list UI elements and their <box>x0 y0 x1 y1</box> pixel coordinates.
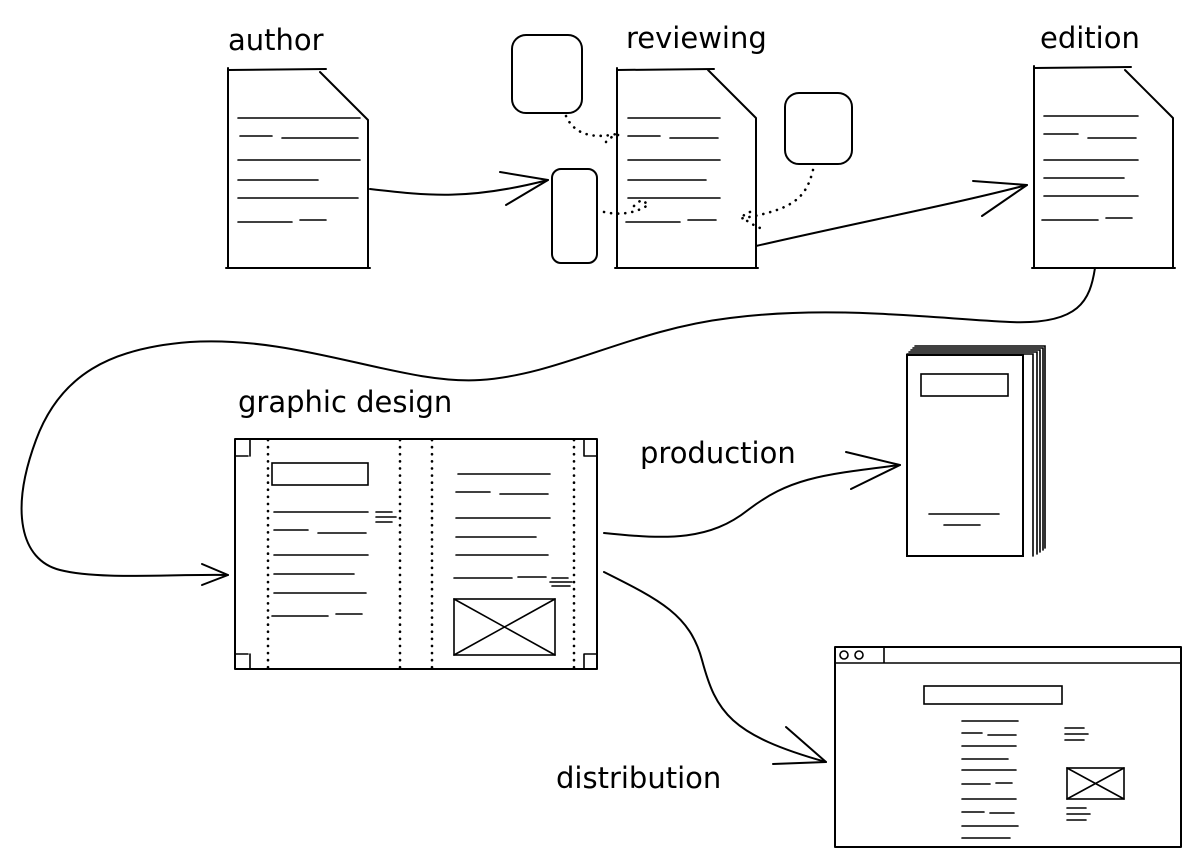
reviewing-document-icon <box>614 67 759 269</box>
production-book-icon <box>906 345 1046 557</box>
arrow-graphic-design-to-distribution <box>603 571 827 765</box>
comment-bubble-3 <box>784 92 853 165</box>
author-document-icon <box>225 67 371 269</box>
label-distribution: distribution <box>556 761 721 795</box>
label-production: production <box>640 436 796 470</box>
arrow-edition-to-graphic-design <box>20 267 1096 586</box>
arrow-graphic-design-to-production <box>603 451 901 538</box>
comment-bubble-2 <box>551 168 598 264</box>
comment-connectors <box>564 114 815 230</box>
arrow-reviewing-to-edition <box>755 180 1028 247</box>
distribution-browser-window-icon <box>834 646 1182 848</box>
label-graphic-design: graphic design <box>238 385 452 419</box>
label-reviewing: reviewing <box>626 21 767 55</box>
comment-bubble-1 <box>511 34 583 114</box>
label-edition: edition <box>1040 21 1140 55</box>
label-author: author <box>228 23 324 57</box>
arrow-author-to-reviewing <box>369 171 549 206</box>
graphic-design-spread-icon <box>234 438 598 670</box>
edition-document-icon <box>1031 65 1176 269</box>
